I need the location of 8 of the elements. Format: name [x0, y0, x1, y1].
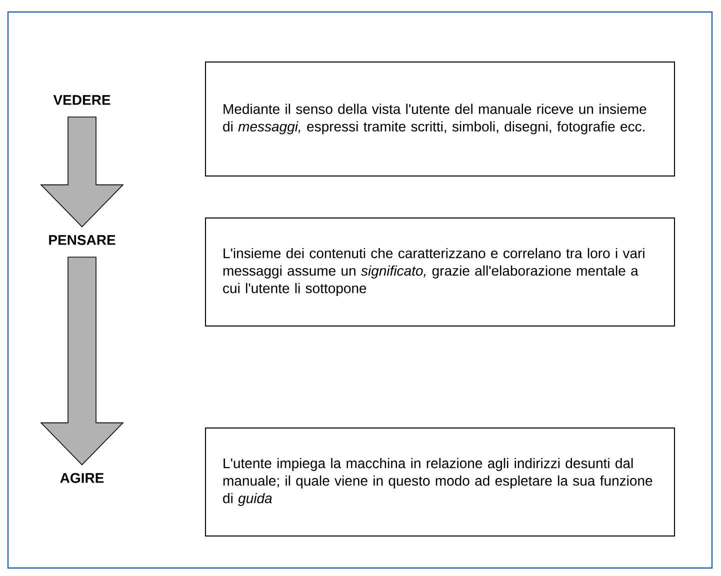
- text-box: Mediante il senso della vista l'utente del manuale riceve un insieme di messaggi, espressi tramite scritti, simboli, disegni, fotografie ecc.: [205, 62, 675, 176]
- block-arrow: [40, 256, 124, 466]
- step-label: AGIRE: [60, 473, 104, 483]
- block-arrow: [40, 116, 124, 228]
- step-label: VEDERE: [53, 95, 110, 105]
- text-box: L'insieme dei contenuti che caratterizzano e correlano tra loro i vari messaggi assume un significato, grazie all'elaborazione mentale a cui l'utente li sottopone: [205, 218, 675, 326]
- step-label: PENSARE: [49, 235, 116, 245]
- text-box: L'utente impiega la macchina in relazione agli indirizzi desunti dal manuale; il quale viene in questo modo ad espletare la sua funzione di guida: [205, 428, 675, 536]
